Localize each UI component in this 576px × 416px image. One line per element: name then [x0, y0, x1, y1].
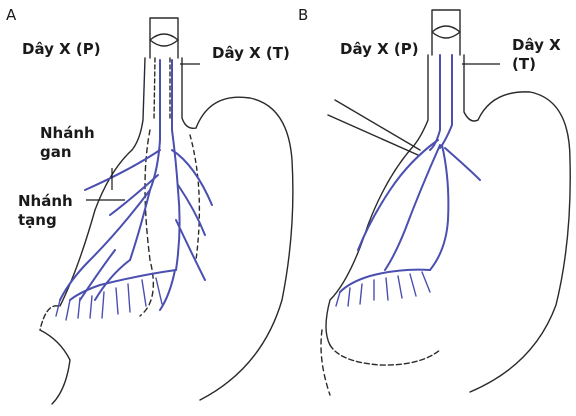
panel-b-short-branch [445, 148, 480, 180]
panel-a-hepatic-branch-label: Nhánh gan [40, 124, 95, 162]
panel-a-celiac-branch-label: Nhánh tạng [18, 192, 73, 230]
panel-b-pylorus [321, 330, 330, 395]
panel-b-left-branch [358, 140, 438, 250]
panel-b-greater-curvature [470, 92, 570, 392]
panel-a-right-vagus-label: Dây X (P) [22, 40, 101, 59]
panel-b-left-vagus-trunk [440, 55, 452, 148]
panel-b-right-vagus-label: Dây X (P) [340, 40, 419, 59]
panel-a-left-vagus-label: Dây X (T) [212, 44, 290, 63]
panel-b-cut-lines [328, 100, 420, 155]
panel-b-distal-branch [340, 270, 430, 292]
panel-b-antrum [330, 345, 440, 365]
panel-a-letter: A [6, 6, 16, 25]
panel-b-nerves [336, 55, 480, 306]
panel-b-esophagus-top [432, 10, 460, 55]
panel-b-esophagus-rings [432, 26, 460, 38]
panel-b-right-vagus-trunk [430, 55, 440, 150]
panel-b-letter: B [298, 6, 308, 25]
panel-b-esophagus-wall [410, 55, 478, 150]
panel-b-mid-branch [385, 145, 440, 270]
panel-b-left-vagus-label: Dây X (T) [512, 36, 561, 74]
panel-b-terminal-twigs [336, 272, 430, 306]
